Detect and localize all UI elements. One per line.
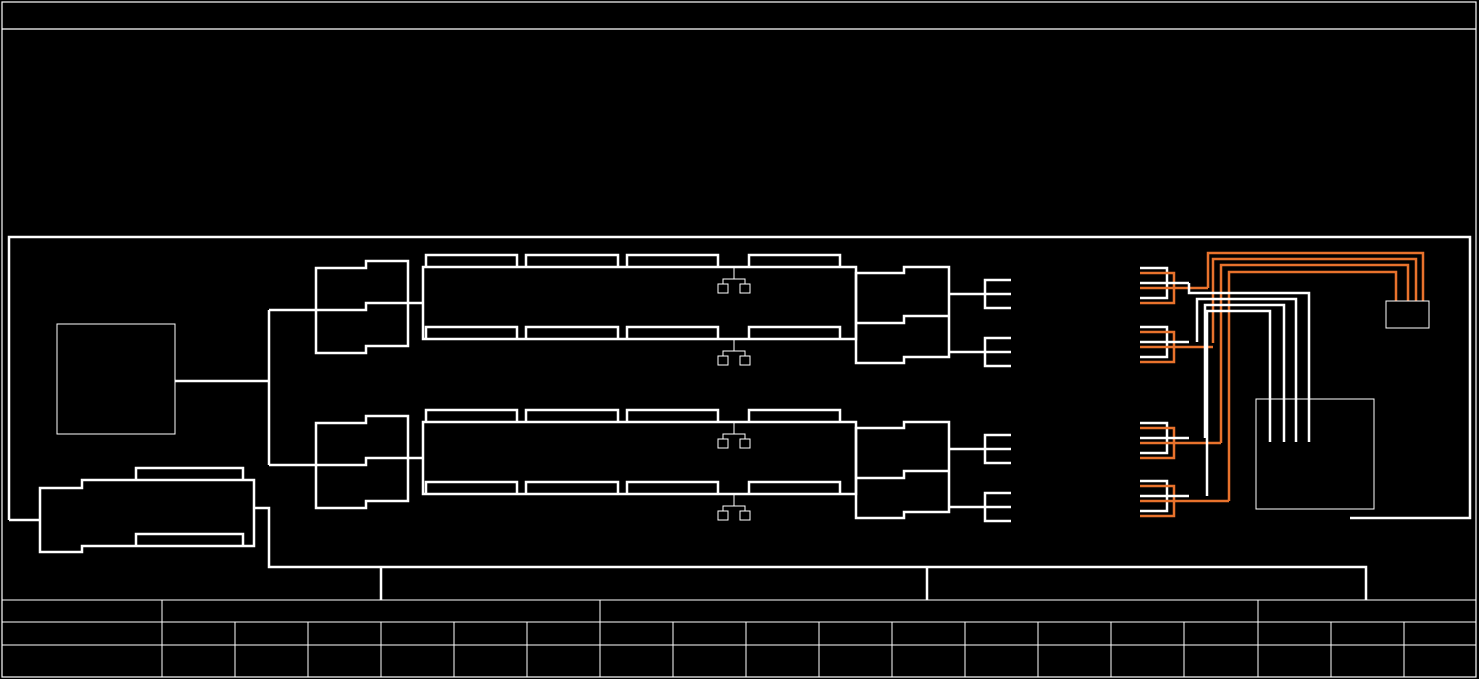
bottom-tab bbox=[524, 325, 620, 339]
bottom-tab bbox=[747, 480, 842, 494]
bottom-tab bbox=[424, 480, 519, 494]
terminal-group bbox=[1140, 421, 1221, 460]
tap-split bbox=[722, 278, 746, 284]
bottom-tab bbox=[625, 480, 720, 494]
panel-boundary bbox=[7, 235, 1472, 520]
splitter-left bbox=[314, 259, 410, 355]
white-cable bbox=[1187, 283, 1311, 442]
splitter-mid bbox=[316, 301, 408, 312]
device-box bbox=[717, 438, 729, 449]
splitter-right bbox=[854, 420, 951, 520]
source-box bbox=[56, 323, 176, 435]
splitter-left bbox=[314, 414, 410, 510]
splitter-mid bbox=[316, 456, 408, 467]
left-lower-module bbox=[9, 466, 1368, 600]
terminal-group bbox=[1140, 325, 1213, 364]
bottom-tab bbox=[747, 325, 842, 339]
device-box bbox=[739, 510, 751, 521]
device-box bbox=[739, 283, 751, 294]
highlight-cable bbox=[1227, 270, 1398, 501]
title-block-table bbox=[2, 599, 1476, 677]
tap-split bbox=[722, 505, 746, 511]
connector-box-small bbox=[1385, 300, 1430, 329]
highlight-cable bbox=[1219, 263, 1410, 443]
bottom-tab bbox=[625, 325, 720, 339]
highlight-cable bbox=[1206, 251, 1425, 301]
splitter-right bbox=[854, 265, 951, 365]
white-cable bbox=[1203, 303, 1286, 442]
top-tab bbox=[747, 408, 842, 422]
top-tab bbox=[424, 253, 519, 267]
bottom-tab bbox=[524, 480, 620, 494]
top-tab bbox=[625, 253, 720, 267]
bottom-tab bbox=[424, 325, 519, 339]
device-box bbox=[739, 355, 751, 366]
branch-unit bbox=[314, 253, 1011, 368]
top-tab bbox=[747, 253, 842, 267]
top-tab bbox=[524, 253, 620, 267]
terminal-groups bbox=[1140, 251, 1425, 518]
white-cable bbox=[1195, 297, 1298, 442]
main-bus bbox=[175, 308, 316, 467]
tap-split bbox=[722, 350, 746, 356]
branch-units bbox=[314, 253, 1011, 523]
device-box bbox=[717, 283, 729, 294]
device-box bbox=[739, 438, 751, 449]
branch-unit bbox=[314, 408, 1011, 523]
white-cable bbox=[1205, 309, 1272, 496]
white-cables bbox=[1187, 283, 1311, 496]
top-tab bbox=[524, 408, 620, 422]
device-box bbox=[717, 355, 729, 366]
top-tab bbox=[424, 408, 519, 422]
terminal-group bbox=[1140, 479, 1229, 518]
connector-box-large bbox=[1255, 398, 1375, 510]
splitter-right-mid bbox=[856, 314, 949, 325]
highlight-cable bbox=[1211, 257, 1418, 343]
device-box bbox=[717, 510, 729, 521]
highlight-cables bbox=[1206, 251, 1425, 501]
terminal-group bbox=[1140, 266, 1208, 305]
tap-split bbox=[722, 433, 746, 439]
top-tab bbox=[625, 408, 720, 422]
splitter-right-mid bbox=[856, 469, 949, 480]
